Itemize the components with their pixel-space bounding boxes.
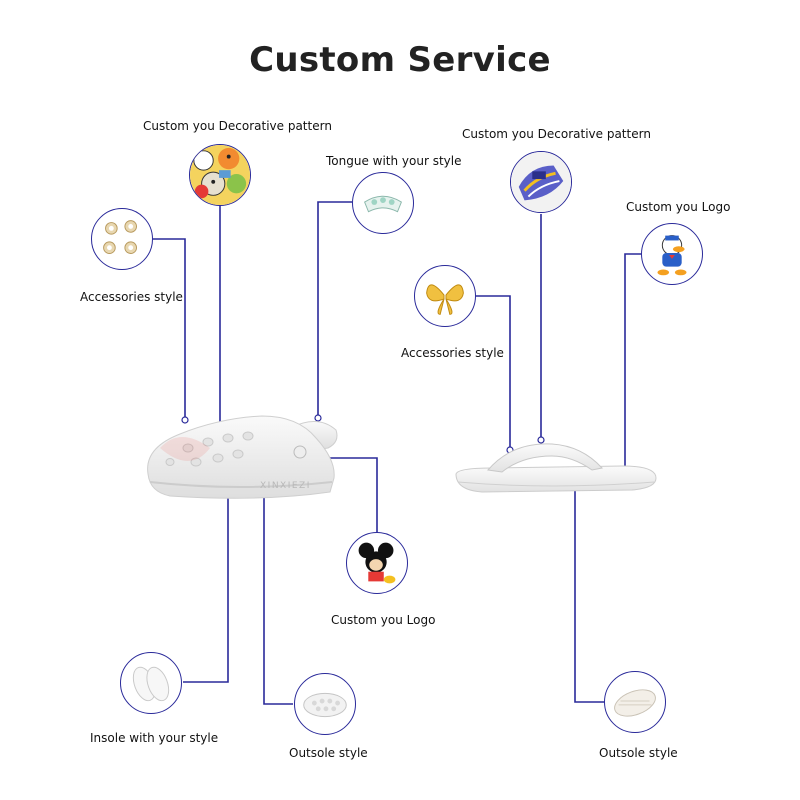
- connector-outsole-left: [263, 486, 293, 705]
- pattern-stickers-left-thumb: [189, 144, 251, 206]
- connector-accessories-left: [153, 238, 186, 420]
- label-decorative-pattern-left: Custom you Decorative pattern: [143, 119, 332, 133]
- connector-insole: [183, 483, 229, 683]
- label-logo-right: Custom you Logo: [626, 200, 731, 214]
- tongue-thumb: [352, 172, 414, 234]
- logo-mickey-thumb: [346, 532, 408, 594]
- pattern-fabric-right-thumb: [510, 151, 572, 213]
- label-outsole-left: Outsole style: [289, 746, 368, 760]
- outsole-left-thumb: [294, 673, 356, 735]
- connector-tongue: [317, 201, 352, 418]
- slide-image: [455, 443, 657, 493]
- logo-donald-thumb: [641, 223, 703, 285]
- label-outsole-right: Outsole style: [599, 746, 678, 760]
- connector-logo-right: [624, 253, 641, 472]
- label-logo-left: Custom you Logo: [331, 613, 436, 627]
- watermark-text: XINXIEZI: [260, 481, 311, 491]
- insole-thumb: [120, 652, 182, 714]
- accessories-charms-left-thumb: [91, 208, 153, 270]
- label-tongue: Tongue with your style: [326, 154, 462, 168]
- accessories-butterfly-right-thumb: [414, 265, 476, 327]
- clog-image: XINXIEZI: [147, 415, 338, 499]
- label-accessories-left: Accessories style: [80, 290, 183, 304]
- outsole-right-thumb: [604, 671, 666, 733]
- label-decorative-pattern-right: Custom you Decorative pattern: [462, 127, 651, 141]
- label-insole: Insole with your style: [90, 731, 219, 745]
- connector-outsole-right: [574, 483, 604, 703]
- page-title: Custom Service: [249, 40, 551, 80]
- connector-accessories-right: [476, 295, 511, 450]
- label-accessories-right: Accessories style: [401, 346, 504, 360]
